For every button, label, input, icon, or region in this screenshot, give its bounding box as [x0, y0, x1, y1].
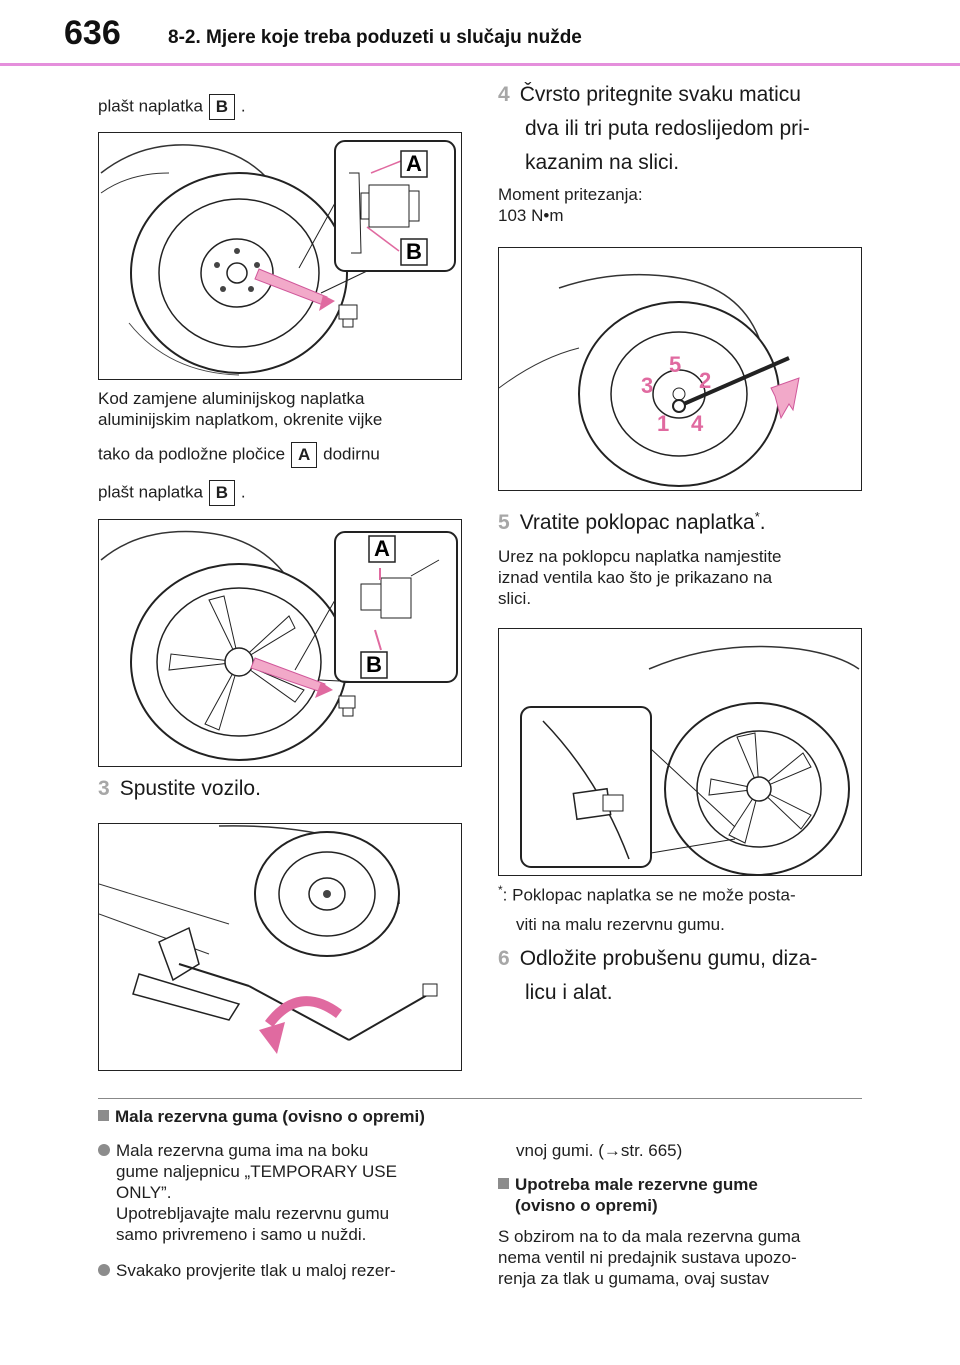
torque-spec: Moment pritezanja: 103 N•m	[498, 185, 643, 225]
step-number: 4	[498, 83, 510, 106]
label-a-tag: A	[291, 442, 318, 468]
round-bullet-icon	[98, 1144, 110, 1156]
section-title-small-spare: Mala rezervna guma (ovisno o opremi)	[98, 1106, 425, 1127]
section-divider	[98, 1098, 862, 1099]
section-title-spare-usage: Upotreba male rezervne gume (ovisno o op…	[498, 1174, 758, 1216]
round-bullet-icon	[98, 1264, 110, 1276]
figure-tightening-order: 1 2 3 4 5	[498, 247, 862, 491]
callout-a: A	[406, 151, 422, 176]
callout-a: A	[374, 536, 390, 561]
bullet-temporary-use: Mala rezervna guma ima na boku gume nalj…	[98, 1140, 397, 1245]
label-b-tag: B	[208, 94, 235, 120]
footnote: *: Poklopac naplatka se ne može posta- v…	[498, 883, 796, 934]
bullet-check-pressure: Svakako provjerite tlak u maloj rezer-	[98, 1260, 396, 1281]
paragraph-wheel-cap: Urez na poklopcu naplatka namjestite izn…	[498, 547, 782, 608]
callout-b: B	[406, 239, 422, 264]
figure-wheel-cap-valve	[498, 628, 862, 876]
paragraph-aluminium-wheel: Kod zamjene aluminijskog naplatka alumin…	[98, 388, 382, 506]
steel-wheel-illustration: A B	[100, 140, 456, 376]
tightening-order-illustration: 1 2 3 4 5	[499, 273, 800, 487]
step-number: 5	[498, 511, 510, 534]
step-number: 6	[498, 947, 510, 970]
order-4: 4	[691, 411, 704, 436]
figure-lower-vehicle	[98, 823, 462, 1071]
callout-b: B	[366, 652, 382, 677]
wheel-cap-illustration	[520, 645, 860, 875]
order-2: 2	[699, 368, 711, 393]
page-number: 636	[64, 14, 121, 52]
paragraph-text: plašt naplatka	[98, 96, 203, 116]
section-header-title: 8-2. Mjere koje treba poduzeti u slučaju…	[168, 27, 582, 48]
header-divider	[0, 63, 960, 66]
figure-steel-wheel-nut: A B	[98, 132, 462, 380]
figure-alloy-wheel-nut: A B	[98, 519, 462, 767]
alloy-wheel-illustration: A B	[100, 530, 458, 761]
order-3: 3	[641, 373, 653, 398]
bullet-check-pressure-cont: vnoj gumi. (→str. 665)	[516, 1141, 683, 1160]
arrow-icon: →	[603, 1141, 621, 1160]
paragraph-spare-tpms: S obzirom na to da mala rezervna guma ne…	[498, 1227, 801, 1288]
square-bullet-icon	[98, 1110, 109, 1121]
order-5: 5	[669, 352, 681, 377]
order-1: 1	[657, 411, 669, 436]
square-bullet-icon	[498, 1178, 509, 1189]
jack-lowering-illustration	[99, 825, 438, 1054]
label-b-tag: B	[208, 480, 235, 506]
step-number: 3	[98, 777, 110, 800]
